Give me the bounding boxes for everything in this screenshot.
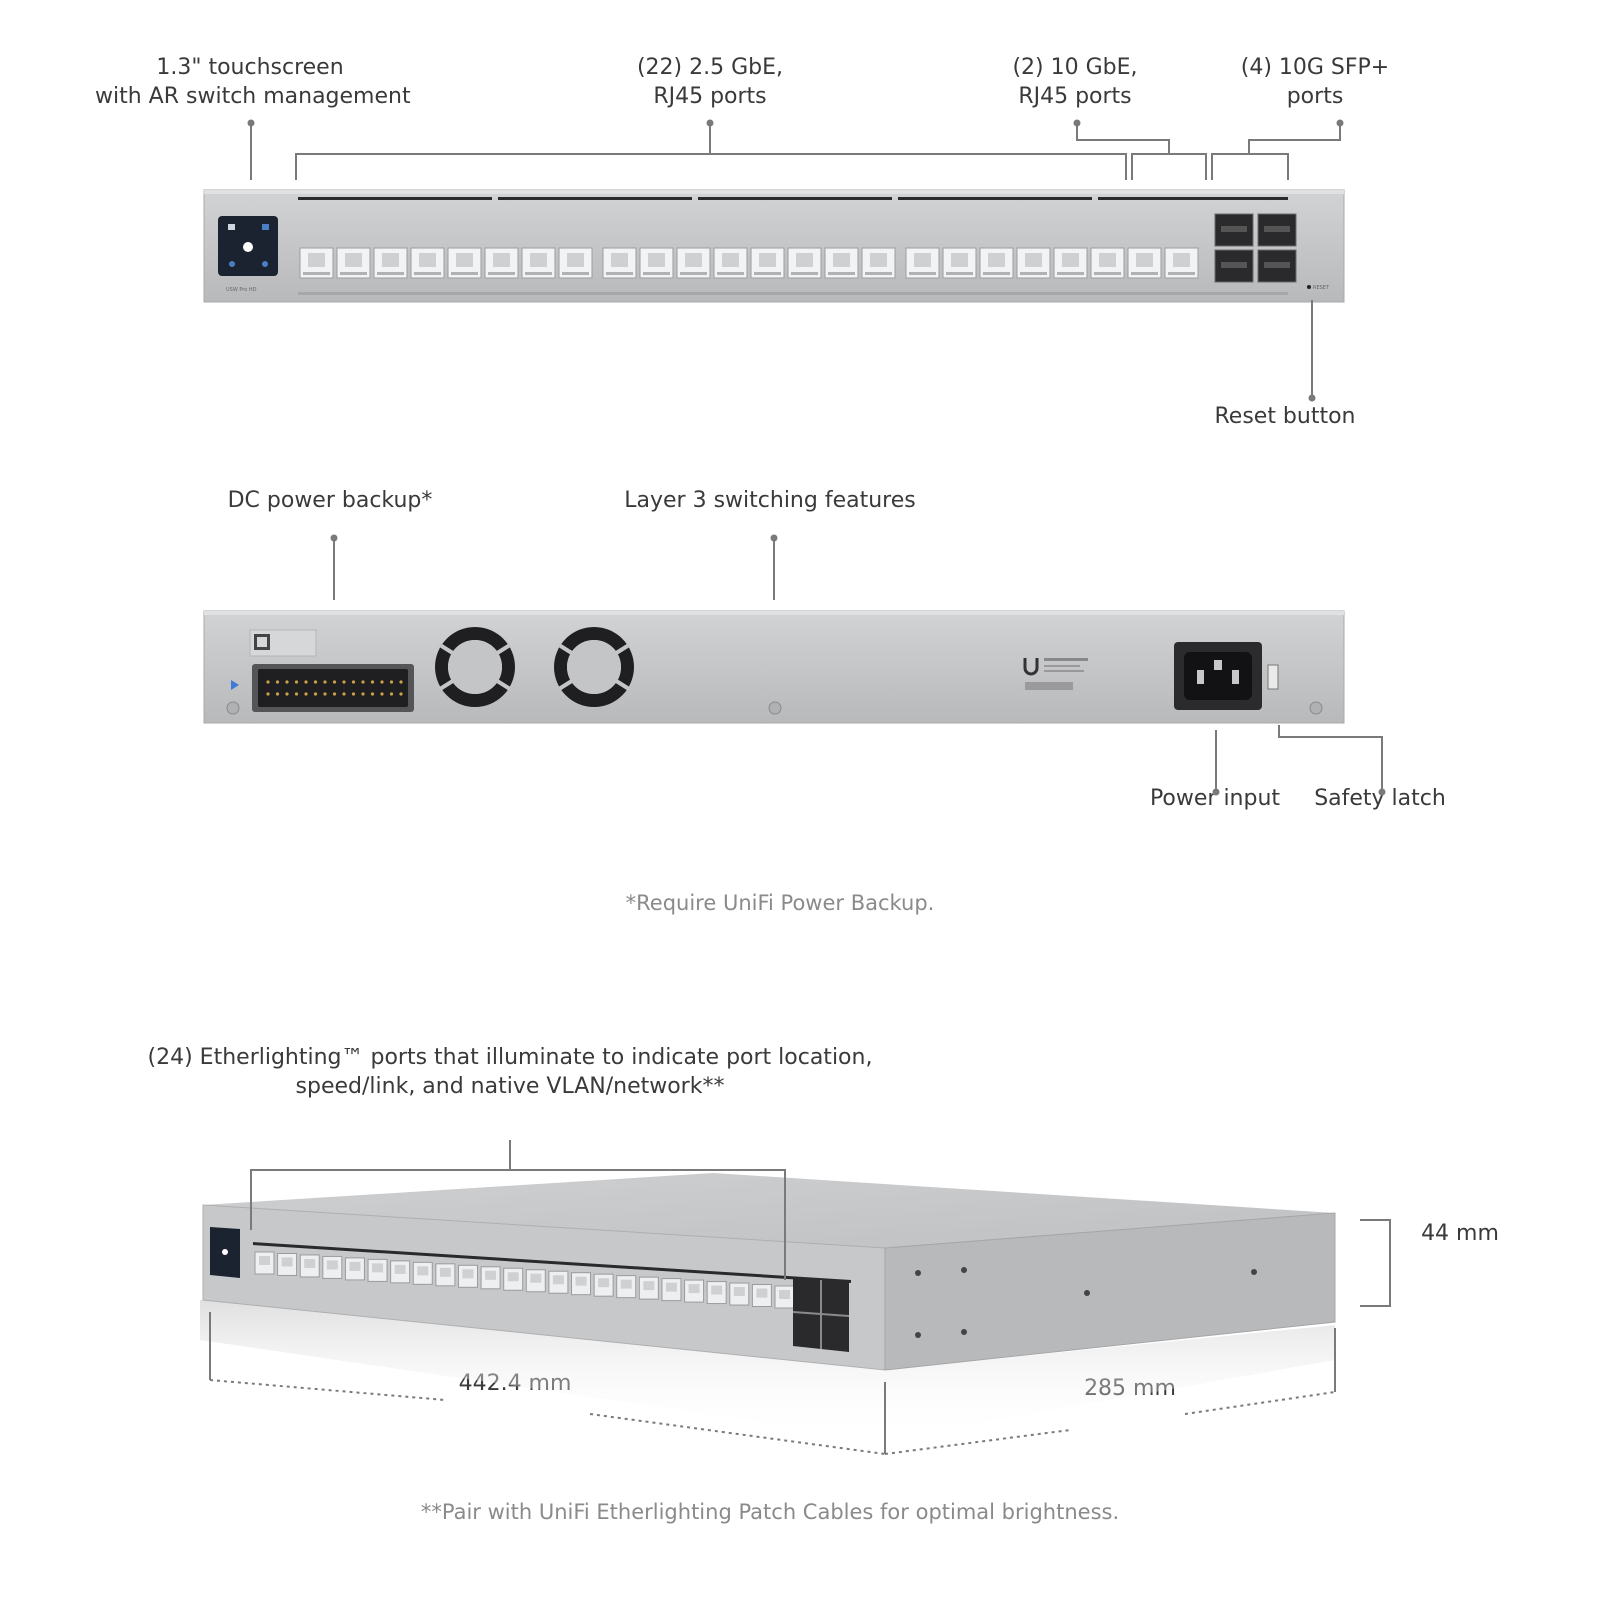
iso-port (684, 1279, 705, 1303)
front-callouts (247, 119, 1344, 402)
dc-backup-label: DC power backup* (227, 488, 433, 513)
iso-port (571, 1272, 592, 1296)
touchscreen-label: 1.3" touchscreen with AR switch manageme… (95, 55, 411, 109)
iso-port (751, 1284, 772, 1308)
rj45-port[interactable] (1127, 247, 1162, 279)
rj45-port[interactable] (750, 247, 785, 279)
iso-port (254, 1251, 275, 1275)
iso-port (616, 1275, 637, 1299)
safety-latch[interactable] (1267, 664, 1279, 690)
rj45-25g-label: (22) 2.5 GbE, RJ45 ports (636, 55, 784, 109)
l3-label: Layer 3 switching features (624, 488, 916, 513)
rj45-port[interactable] (713, 247, 748, 279)
iso-port (503, 1267, 524, 1291)
rj45-port[interactable] (299, 247, 334, 279)
sfp-cage[interactable] (1257, 249, 1297, 283)
rj45-10g-label: (2) 10 GbE, RJ45 ports (1012, 55, 1138, 109)
dc-backup-connector (252, 664, 414, 712)
iso-port (412, 1261, 433, 1285)
iso-port (593, 1273, 614, 1297)
footnote-etherlighting: **Pair with UniFi Etherlighting Patch Ca… (420, 1500, 1120, 1524)
iso-port (435, 1263, 456, 1287)
iso-port (525, 1269, 546, 1293)
iso-port (299, 1254, 320, 1278)
etherlighting-label: (24) Etherlighting™ ports that illuminat… (147, 1045, 873, 1099)
iso-sfp (792, 1278, 850, 1352)
iso-rj45-ports (254, 1251, 795, 1309)
rj45-port[interactable] (1164, 247, 1199, 279)
rj45-port[interactable] (1090, 247, 1125, 279)
front-panel: USW Pro HD RESET (203, 189, 1345, 303)
rj45-port[interactable] (1053, 247, 1088, 279)
footnote-power-backup: *Require UniFi Power Backup. (625, 891, 935, 915)
reset-button[interactable] (1307, 285, 1311, 289)
rj45-port[interactable] (447, 247, 482, 279)
iso-port (774, 1285, 795, 1309)
rj45-port[interactable] (336, 247, 371, 279)
dimension-lines (209, 1379, 1336, 1455)
iso-port (367, 1258, 388, 1282)
rj45-port[interactable] (602, 247, 637, 279)
sfp-cages (1214, 213, 1297, 283)
rj45-port[interactable] (1016, 247, 1051, 279)
reset-tag: RESET (1313, 285, 1330, 291)
sfp-cage[interactable] (1214, 249, 1254, 283)
iso-port (548, 1270, 569, 1294)
iso-port (322, 1255, 343, 1279)
model-text: USW Pro HD (226, 287, 257, 293)
isometric-switch (200, 1173, 1336, 1440)
iso-port (344, 1257, 365, 1281)
rj45-port[interactable] (484, 247, 519, 279)
rj45-port[interactable] (861, 247, 896, 279)
rear-panel (203, 610, 1345, 724)
sfp-cage[interactable] (1257, 213, 1297, 247)
rj45-port[interactable] (979, 247, 1014, 279)
iso-port (706, 1281, 727, 1305)
touchscreen (218, 216, 278, 276)
dimension-height: 44 mm (1421, 1221, 1499, 1246)
rj45-port[interactable] (639, 247, 674, 279)
iso-port (457, 1264, 478, 1288)
rj45-port[interactable] (521, 247, 556, 279)
rj45-port[interactable] (787, 247, 822, 279)
sfp-cage[interactable] (1214, 213, 1254, 247)
rear-callouts (330, 534, 1386, 796)
iso-port (480, 1266, 501, 1290)
rj45-port[interactable] (942, 247, 977, 279)
rj45-port[interactable] (558, 247, 593, 279)
rj45-port[interactable] (824, 247, 859, 279)
rj45-port[interactable] (373, 247, 408, 279)
ubiquiti-logo (1023, 658, 1088, 690)
iso-port (390, 1260, 411, 1284)
rj45-port[interactable] (905, 247, 940, 279)
power-inlet (1174, 642, 1262, 710)
iso-callouts (209, 1140, 1391, 1454)
reset-label: Reset button (1214, 404, 1356, 429)
iso-port (729, 1282, 750, 1306)
iso-port (277, 1252, 298, 1276)
rj45-port-row (299, 247, 1199, 279)
rj45-port[interactable] (410, 247, 445, 279)
iso-port (638, 1276, 659, 1300)
iso-port (661, 1278, 682, 1302)
sfp-label: (4) 10G SFP+ ports (1240, 55, 1390, 109)
rj45-port[interactable] (676, 247, 711, 279)
